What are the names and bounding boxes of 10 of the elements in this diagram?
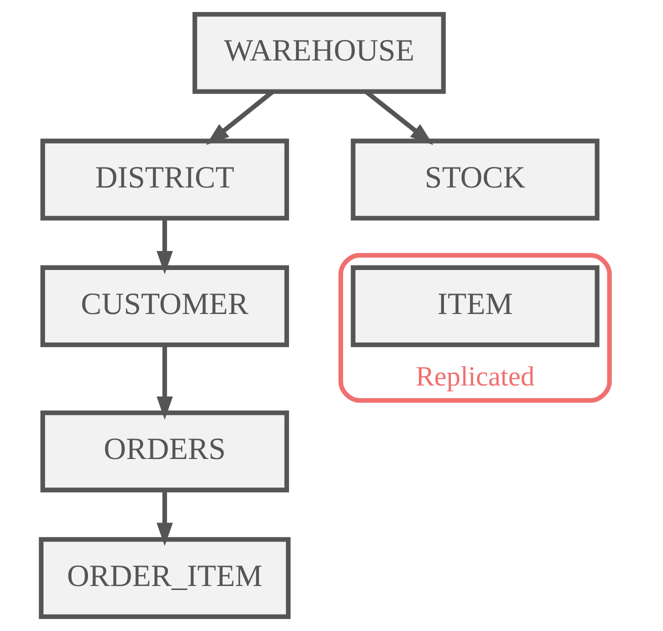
node-box: DISTRICT: [40, 138, 290, 221]
node-box: CUSTOMER: [40, 265, 290, 348]
node-box: ITEM: [350, 265, 600, 348]
arrow: [156, 218, 173, 274]
node-box: STOCK: [350, 138, 600, 221]
arrow: [156, 345, 173, 420]
node-box: ORDERS: [40, 410, 290, 492]
arrow: [156, 490, 173, 546]
node-box: WAREHOUSE: [192, 12, 446, 94]
node-box: ORDER_ITEM: [38, 537, 291, 619]
